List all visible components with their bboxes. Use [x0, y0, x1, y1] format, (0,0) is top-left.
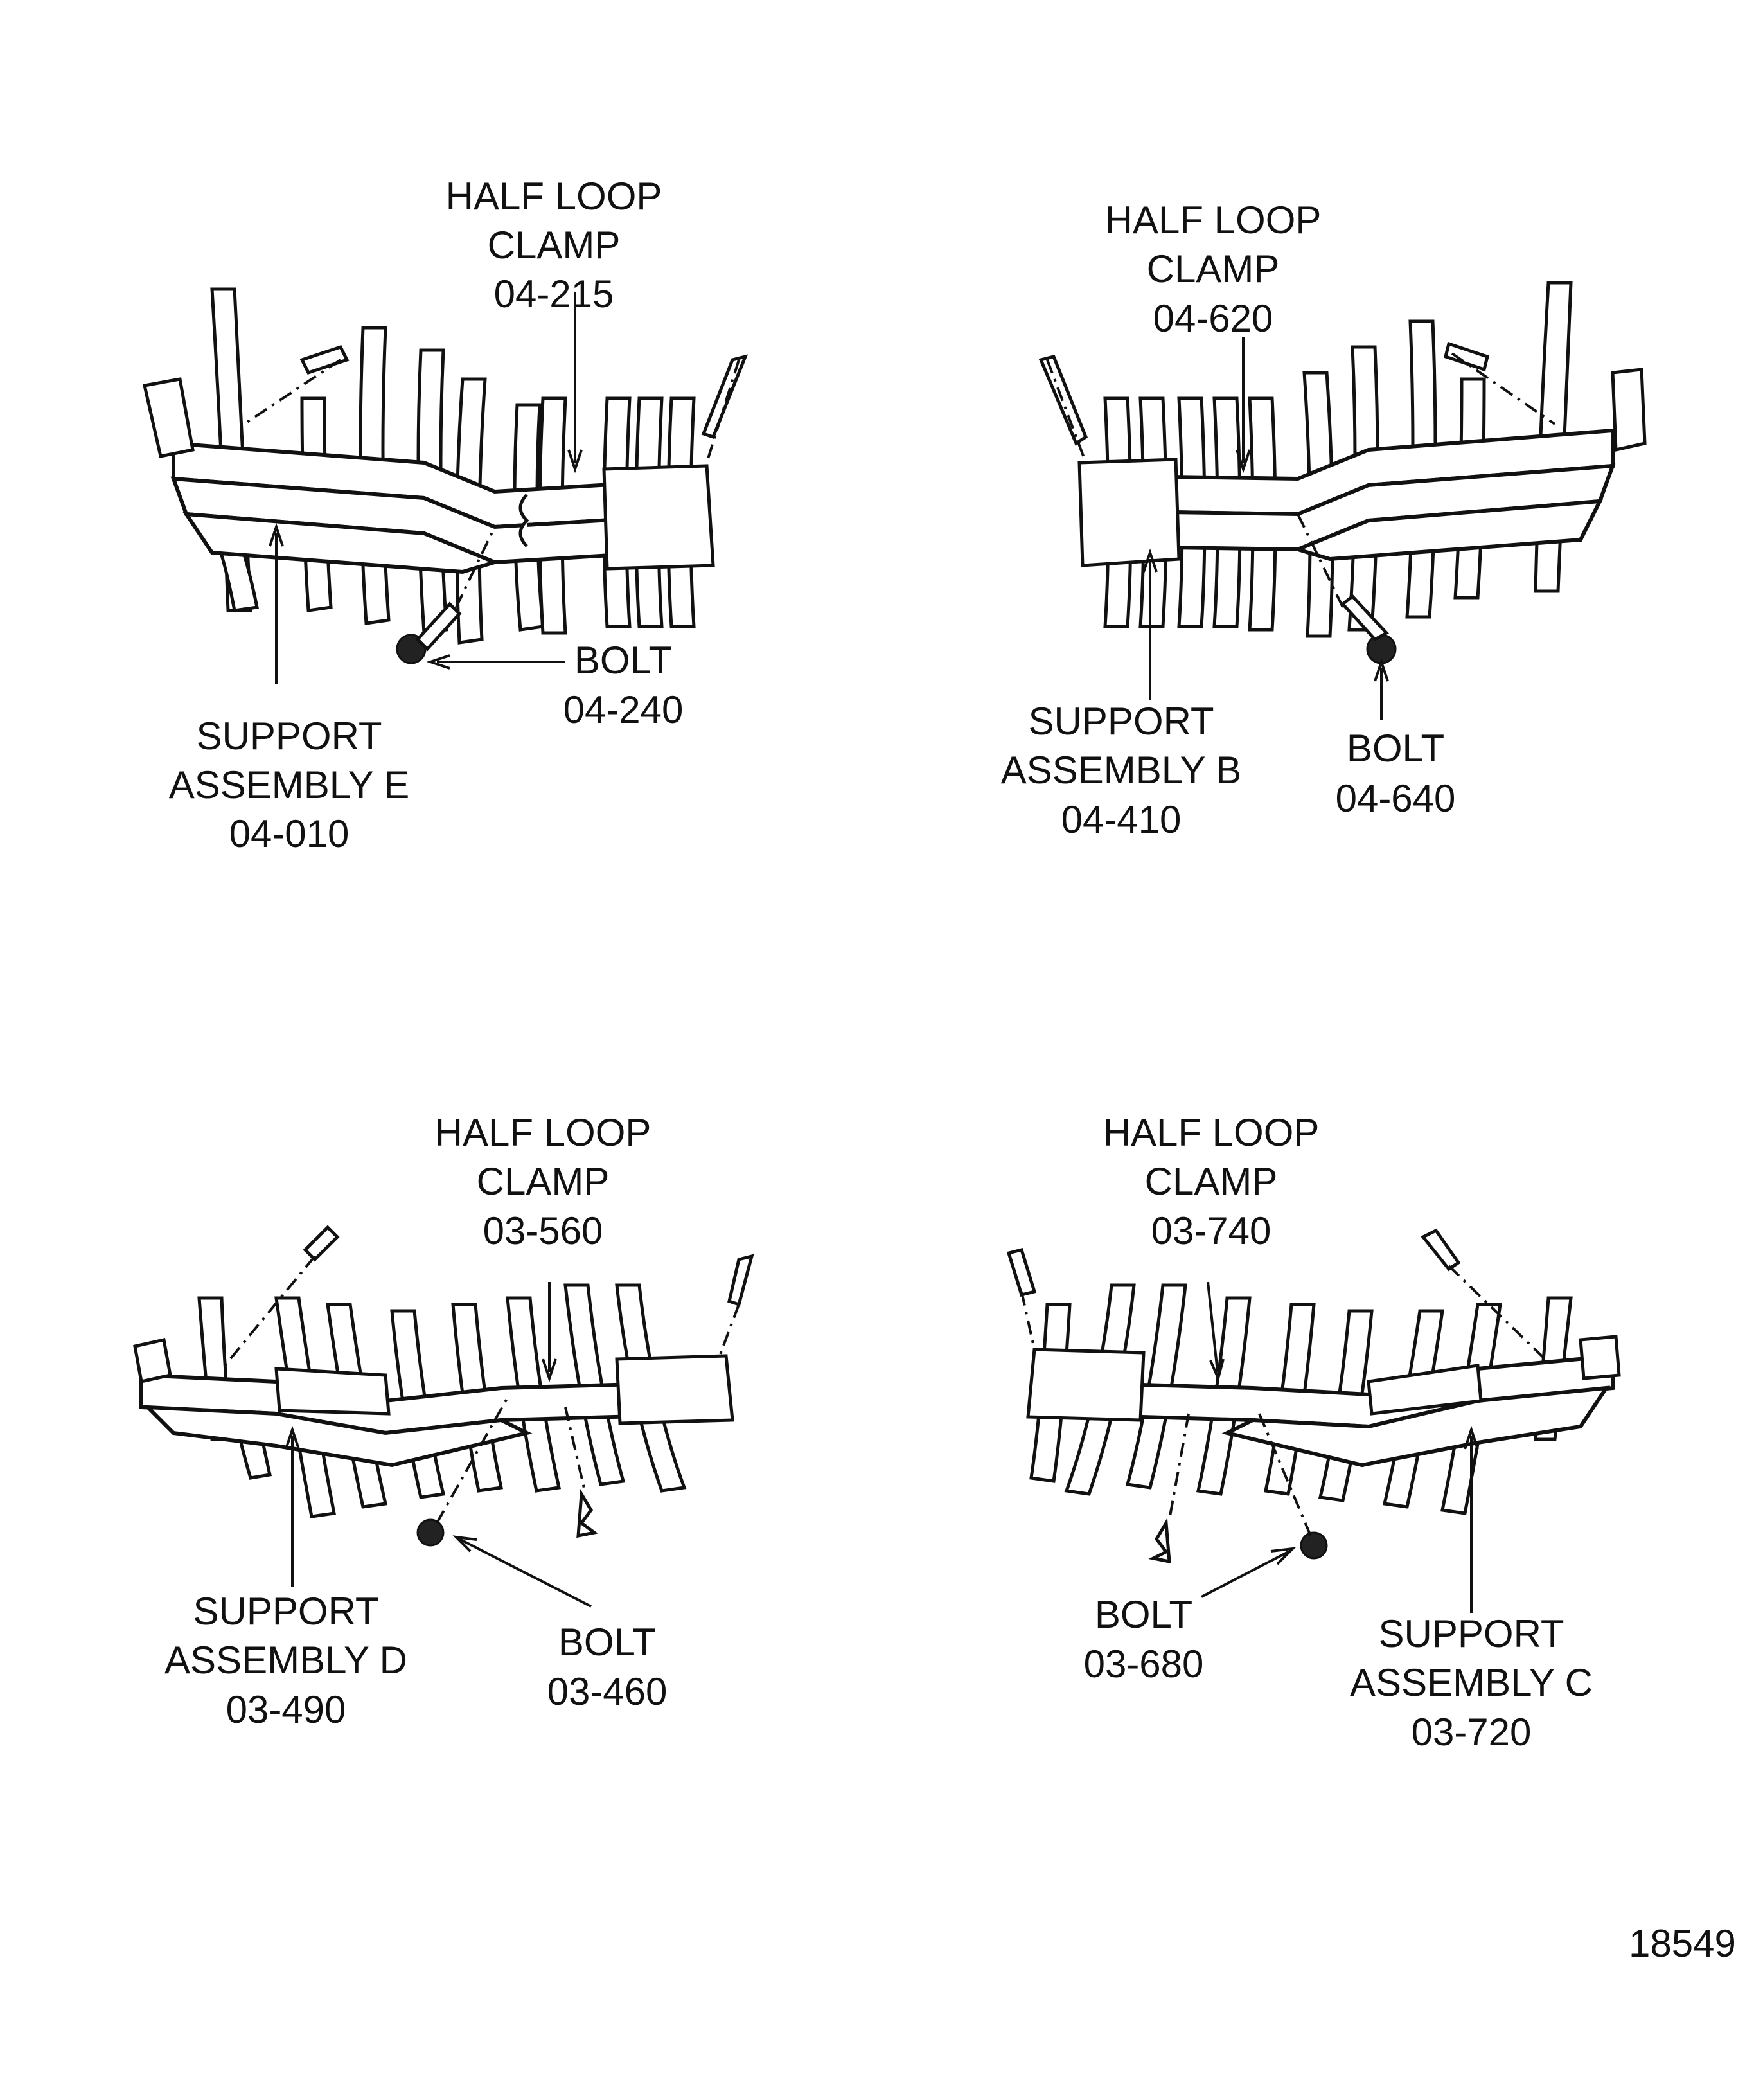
bolt-parts	[1006, 1228, 1461, 1564]
tr-bolt-part: 04-640	[1335, 777, 1456, 820]
support-rail	[1026, 1335, 1621, 1468]
leader-lines	[1020, 1265, 1550, 1613]
br-clamp-title: HALF LOOP CLAMP	[1103, 1111, 1320, 1203]
panel-bottom-left-drawing	[133, 1225, 754, 1608]
bolt-parts	[1038, 341, 1489, 664]
bl-support-part: 03-490	[226, 1688, 346, 1731]
tr-clamp-title: HALF LOOP CLAMP	[1104, 199, 1322, 290]
tr-bolt-title: BOLT	[1346, 727, 1445, 770]
tl-bolt-title: BOLT	[574, 639, 673, 682]
panel-top-left-drawing	[142, 287, 749, 684]
tl-clamp-part: 04-215	[493, 272, 614, 316]
panel-bottom-right-drawing	[1006, 1228, 1621, 1613]
bl-clamp-title: HALF LOOP CLAMP	[434, 1111, 651, 1203]
br-support-title: SUPPORT ASSEMBLY C	[1350, 1612, 1593, 1704]
br-support-part: 03-720	[1411, 1711, 1532, 1754]
bl-clamp-part: 03-560	[483, 1209, 603, 1252]
panel-top-right-drawing	[1038, 281, 1647, 720]
leader-lines	[1046, 337, 1556, 720]
support-rail	[142, 377, 715, 574]
bl-support-title: SUPPORT ASSEMBLY D	[164, 1590, 407, 1682]
br-bolt-title: BOLT	[1094, 1593, 1193, 1636]
tr-clamp-part: 04-620	[1153, 297, 1273, 340]
tl-support-part: 04-010	[229, 812, 350, 855]
bolt-parts	[299, 344, 749, 664]
tl-clamp-title: HALF LOOP CLAMP	[445, 175, 662, 267]
br-clamp-part: 03-740	[1151, 1209, 1271, 1252]
bl-bolt-part: 03-460	[547, 1670, 668, 1713]
support-rail	[1077, 368, 1647, 567]
tr-support-part: 04-410	[1061, 798, 1182, 841]
br-bolt-part: 03-680	[1083, 1642, 1204, 1686]
leader-lines	[224, 1255, 740, 1608]
tl-support-title: SUPPORT ASSEMBLY E	[168, 715, 410, 806]
support-rail	[133, 1337, 734, 1468]
figure-number: 18549	[1629, 1922, 1736, 1965]
tr-support-title: SUPPORT ASSEMBLY B	[1000, 700, 1242, 792]
tl-bolt-part: 04-240	[563, 688, 684, 731]
bl-bolt-title: BOLT	[558, 1621, 657, 1664]
leader-lines	[243, 292, 740, 684]
bolt-parts	[303, 1225, 754, 1547]
